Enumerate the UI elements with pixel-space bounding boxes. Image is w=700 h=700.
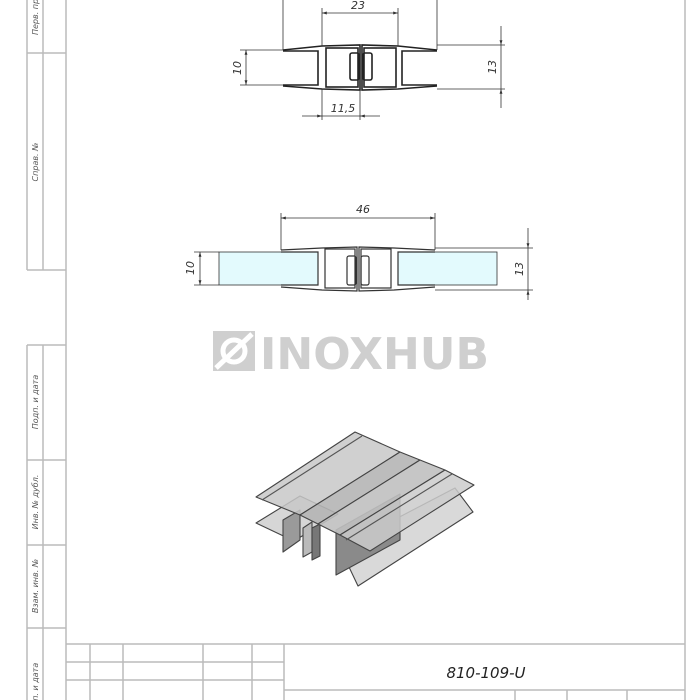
inoxhub-logo-icon [213,331,255,371]
stamp-label-sign-date: Подп. и дата [31,375,40,430]
stamp-label-dup-inv: Инв. № дубл. [31,475,40,530]
front-view-glass [218,251,498,286]
stamp-label-sign-date-2: Подп. и дата [31,663,40,700]
top-view-profile [282,44,438,91]
top-view-dimensions [240,0,505,120]
stamp-label-replace-inv: Взам. инв. № [31,559,40,613]
watermark-text: INOXHUB [260,329,489,380]
sheet-frame [26,0,686,700]
top-dim-inner-height: 10 [231,61,244,75]
top-dim-outer-height: 13 [486,60,499,74]
designation-code: 810-109-U [446,664,525,682]
stamp-label-first-use: Перв. примен. [31,0,40,35]
inoxhub-watermark: INOXHUB [213,329,489,380]
side-stamp-labels: Перв. примен. Справ. № Подп. и дата Инв.… [31,0,40,700]
top-dim-width: 23 [351,0,365,12]
front-dim-width: 46 [356,203,370,216]
stamp-label-ref-no: Справ. № [31,143,40,182]
front-view-dimensions [194,213,533,300]
front-dim-outer-height: 13 [513,262,526,276]
isometric-view [255,431,475,587]
top-dim-half-width: 11,5 [331,102,356,115]
front-dim-inner-height: 10 [184,261,197,275]
front-view-profile [280,246,436,292]
